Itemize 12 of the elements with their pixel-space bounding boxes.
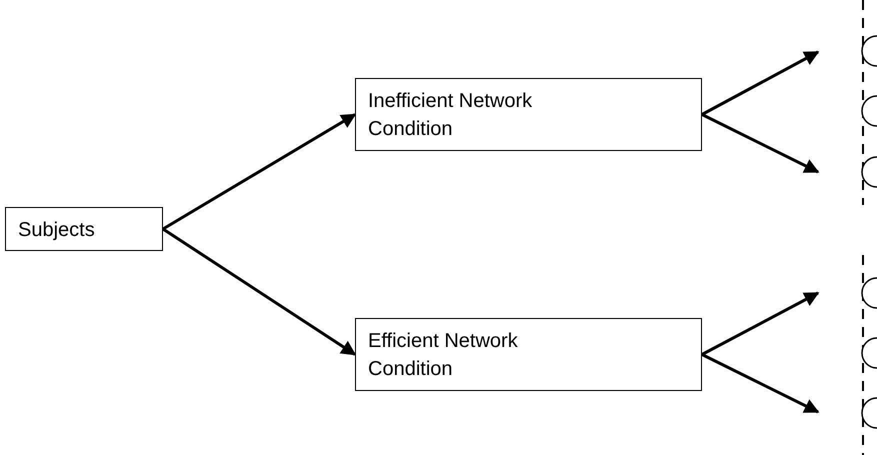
arrow: [162, 113, 356, 230]
box-label: Efficient Network Condition: [368, 329, 519, 382]
process-box: [5, 207, 163, 251]
process-box: [355, 318, 702, 391]
arrow: [162, 228, 356, 356]
box-label: Inefficient Network Condition: [368, 89, 534, 142]
arrow: [701, 50, 820, 116]
arrow: [701, 292, 820, 356]
arrow: [701, 113, 820, 174]
arrow: [701, 353, 820, 414]
box-label: Subjects: [18, 218, 96, 243]
process-box: [355, 78, 702, 151]
